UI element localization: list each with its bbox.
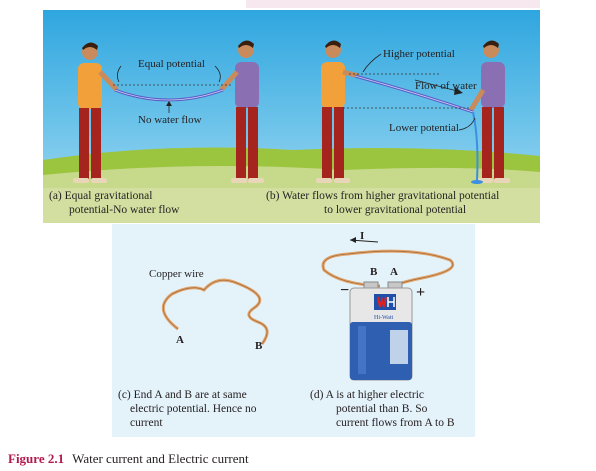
battery-9v: [349, 281, 413, 381]
caption-a-line2: potential-No water flow: [69, 204, 180, 216]
electric-analogy-illustration: [161, 237, 455, 381]
person-left-b: [316, 40, 360, 183]
figure-caption: Figure 2.1 Water current and Electric cur…: [8, 451, 249, 467]
lower-potential-label: Lower potential: [389, 122, 459, 134]
water-stream: [472, 111, 479, 181]
battery-subbrand: Hi-Watt: [374, 315, 394, 321]
equal-potential-label: Equal potential: [138, 58, 205, 70]
person-left-a: [73, 42, 119, 183]
figure-number: Figure 2.1: [8, 451, 65, 466]
point-b-label: B: [255, 340, 263, 352]
caption-a-line1: (a) Equal gravitational: [49, 190, 153, 202]
terminal-a-label: A: [390, 266, 398, 278]
person-right-a: [219, 40, 264, 183]
current-label: I: [360, 230, 365, 242]
plus-sign: +: [416, 284, 426, 301]
no-water-flow-label: No water flow: [138, 114, 202, 126]
caption-d-line1: (d) A is at higher electric: [310, 389, 425, 401]
figure-title: Water current and Electric current: [72, 451, 249, 466]
caption-d-line3: current flows from A to B: [336, 417, 455, 429]
caption-c-line3: current: [130, 417, 163, 429]
terminal-b-label: B: [370, 266, 378, 278]
decorative-top-strip: [246, 0, 540, 8]
flow-of-water-label: Flow of water: [415, 80, 477, 92]
caption-b-line1: (b) Water flows from higher gravitationa…: [266, 190, 500, 202]
higher-potential-label: Higher potential: [383, 48, 455, 60]
minus-sign: −: [340, 282, 350, 299]
electric-analogy-panel: Copper wire A B I B A − + Hi-Watt (c) En…: [112, 224, 475, 437]
water-analogy-illustration: [43, 40, 540, 223]
caption-b-line2: to lower gravitational potential: [324, 204, 467, 216]
caption-c-line2: electric potential. Hence no: [130, 403, 257, 415]
caption-d-line2: potential than B. So: [336, 403, 428, 415]
copper-wire-label: Copper wire: [149, 268, 204, 280]
point-a-label: A: [176, 334, 184, 346]
person-right-b: [468, 40, 510, 183]
copper-wire-circuit: [321, 249, 455, 288]
caption-c-line1: (c) End A and B are at same: [118, 389, 247, 401]
water-analogy-panel: Equal potential No water flow Higher pot…: [43, 10, 540, 223]
